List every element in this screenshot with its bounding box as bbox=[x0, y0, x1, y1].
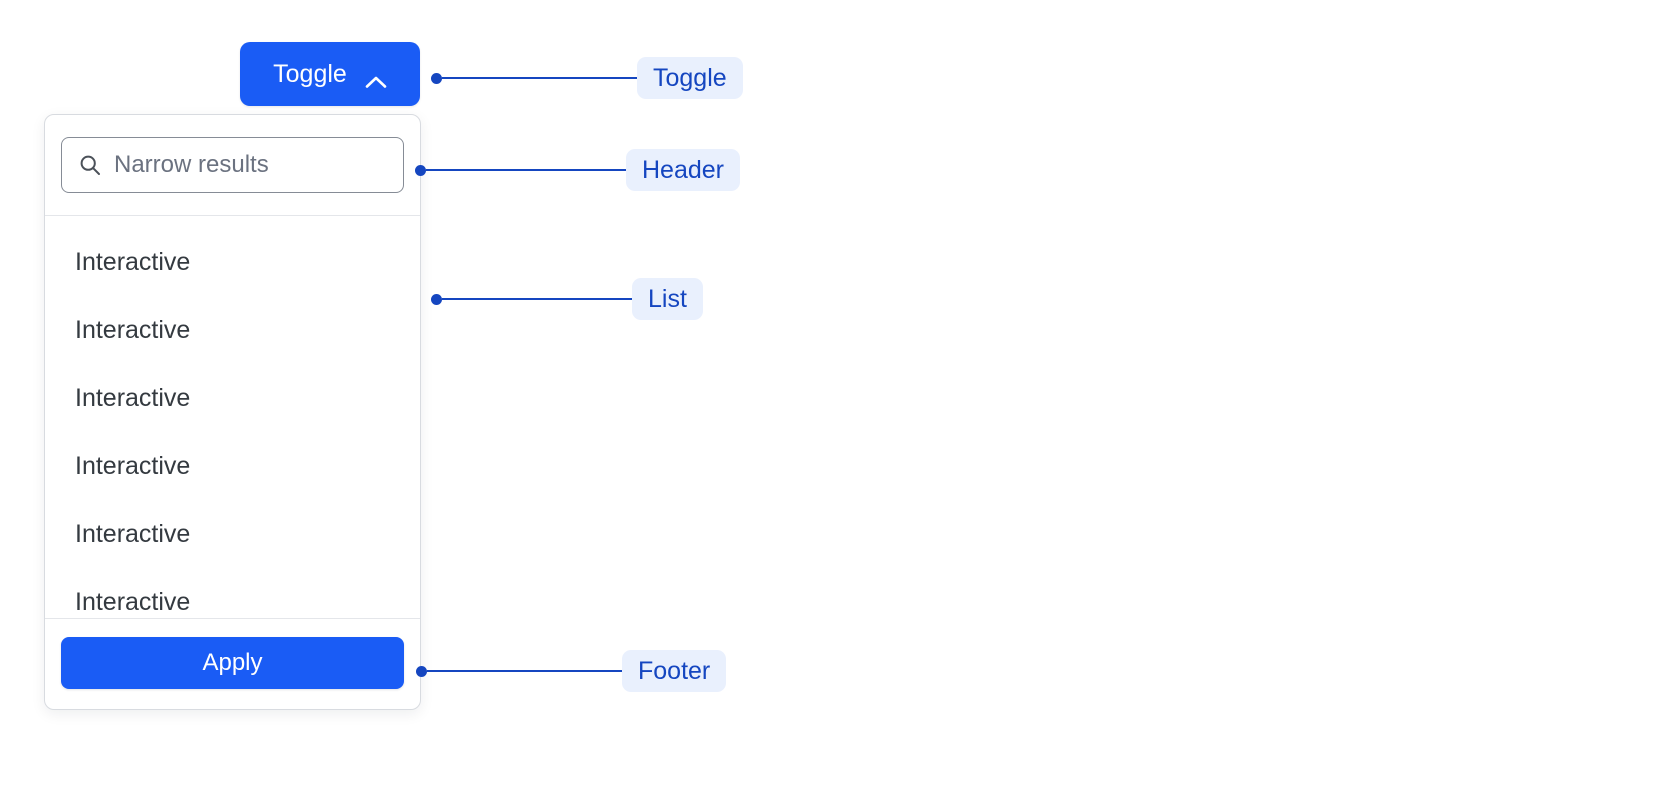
annotation-leader-line bbox=[426, 169, 626, 171]
annotation-leader-line bbox=[442, 77, 637, 79]
list-item[interactable]: Interactive bbox=[45, 296, 420, 364]
apply-button[interactable]: Apply bbox=[61, 637, 404, 689]
annotation-label-footer: Footer bbox=[622, 649, 727, 693]
list-item[interactable]: Interactive bbox=[45, 500, 420, 568]
list-item-label: Interactive bbox=[75, 315, 191, 344]
toggle-button[interactable]: Toggle bbox=[240, 42, 420, 106]
annotation-label-header: Header bbox=[626, 148, 740, 192]
annotation-leader-line bbox=[427, 670, 622, 672]
list-item-label: Interactive bbox=[75, 519, 191, 548]
chevron-up-icon bbox=[365, 67, 387, 88]
list-item-label: Interactive bbox=[75, 587, 191, 616]
panel-footer: Apply bbox=[45, 618, 420, 709]
annotation-label-list: List bbox=[632, 277, 703, 321]
list-item-label: Interactive bbox=[75, 383, 191, 412]
options-list: Interactive Interactive Interactive Inte… bbox=[45, 216, 420, 618]
list-item[interactable]: Interactive bbox=[45, 568, 420, 618]
dropdown-panel: Interactive Interactive Interactive Inte… bbox=[44, 114, 421, 710]
annotation-dot-icon bbox=[415, 164, 426, 176]
annotation-dot-icon bbox=[431, 293, 442, 305]
list-item-label: Interactive bbox=[75, 247, 191, 276]
annotation-leader-line bbox=[442, 298, 632, 300]
annotation-label-toggle: Toggle bbox=[637, 56, 743, 100]
search-icon bbox=[78, 153, 102, 177]
list-item[interactable]: Interactive bbox=[45, 432, 420, 500]
list-item[interactable]: Interactive bbox=[45, 228, 420, 296]
list-item[interactable]: Interactive bbox=[45, 364, 420, 432]
search-input[interactable] bbox=[114, 138, 403, 192]
toggle-button-label: Toggle bbox=[273, 59, 347, 88]
annotation-dot-icon bbox=[431, 72, 442, 84]
list-item-label: Interactive bbox=[75, 451, 191, 480]
search-field-wrapper[interactable] bbox=[61, 137, 404, 193]
panel-header bbox=[45, 115, 420, 216]
annotation-dot-icon bbox=[416, 665, 427, 677]
